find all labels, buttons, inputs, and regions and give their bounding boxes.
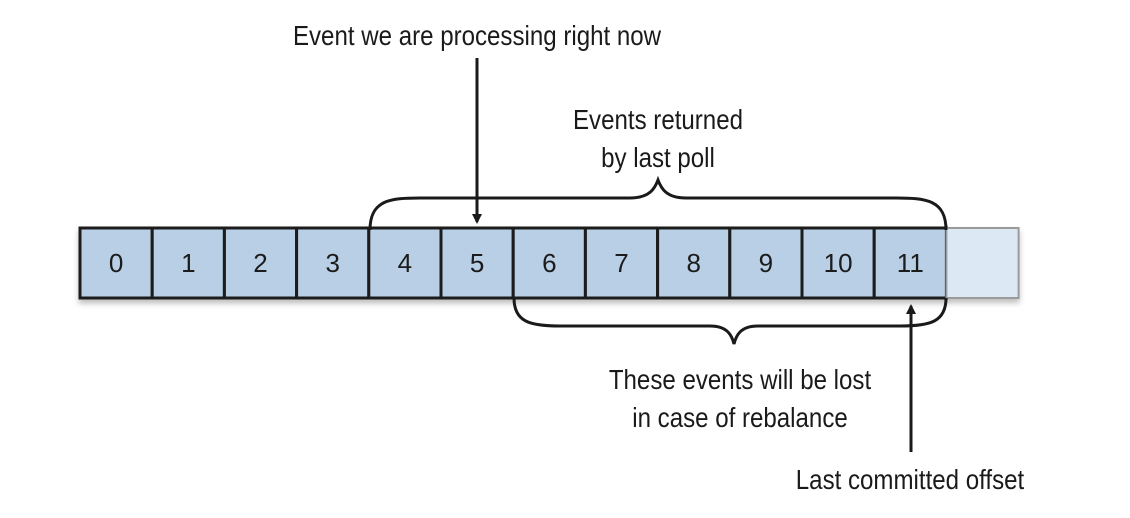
offset-cell-7: [583, 226, 660, 300]
offset-label-7: 7: [614, 248, 628, 278]
offset-cell-4: [367, 226, 443, 300]
offset-cells: 0 1 2 3 4 5 6 7 8 9 10 11: [78, 226, 1020, 300]
offset-cell-11: [872, 226, 948, 300]
offset-cell-6: [511, 226, 587, 300]
offset-cell-2: [222, 226, 299, 300]
label-lost-line1: These events will be lost: [608, 364, 872, 395]
label-processing-now: Event we are processing right now: [292, 20, 662, 51]
offset-label-3: 3: [325, 248, 339, 278]
offset-cell-8: [656, 226, 732, 300]
label-last-committed: Last committed offset: [795, 464, 1025, 495]
brace-lost-on-rebalance: [512, 297, 948, 345]
label-returned-line2: by last poll: [601, 142, 715, 173]
empty-offset-cell: [945, 227, 1020, 299]
label-returned-line1: Events returned: [572, 104, 743, 135]
label-lost-line2: in case of rebalance: [632, 402, 848, 433]
offset-label-5: 5: [470, 248, 484, 278]
offset-label-9: 9: [759, 248, 773, 278]
offset-label-0: 0: [109, 248, 123, 278]
brace-returned-by-poll: [368, 175, 948, 231]
offset-label-11: 11: [897, 248, 924, 278]
offset-cell-5: [439, 226, 515, 300]
offset-label-4: 4: [398, 248, 412, 278]
offset-cell-9: [728, 226, 804, 300]
offset-label-10: 10: [824, 248, 853, 278]
offset-label-6: 6: [542, 248, 556, 278]
offset-label-2: 2: [253, 248, 267, 278]
offset-cell-0: [78, 226, 154, 300]
offset-label-8: 8: [686, 248, 700, 278]
offset-cell-1: [150, 226, 226, 300]
offset-label-1: 1: [181, 248, 195, 278]
